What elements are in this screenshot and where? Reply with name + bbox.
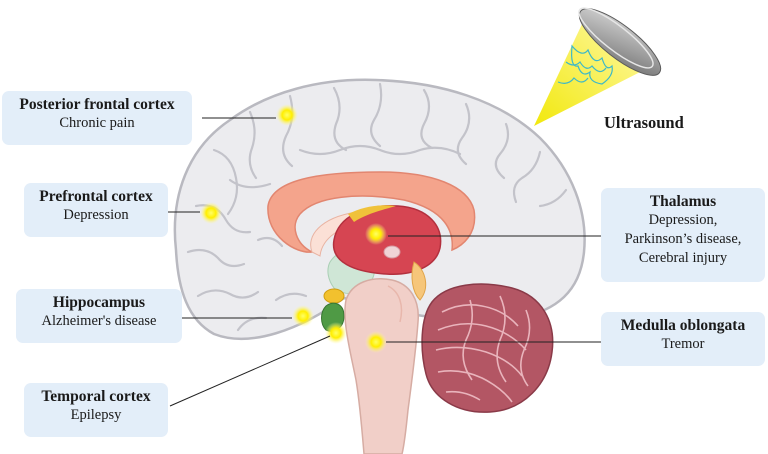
amygdala: [323, 288, 345, 304]
region-title: Prefrontal cortex: [39, 188, 153, 205]
region-description: Tremor: [661, 336, 705, 352]
target-dot-thalamus: [365, 223, 387, 245]
region-description-line: Depression,: [648, 212, 718, 228]
region-description: Alzheimer's disease: [41, 313, 157, 329]
corpus-callosum: [267, 171, 476, 253]
target-dot-medulla: [365, 331, 387, 353]
target-dot-prefrontal: [200, 202, 222, 224]
region-title: Thalamus: [649, 193, 717, 210]
label-hippocampus: Hippocampus Alzheimer's disease: [16, 289, 182, 343]
region-title: Medulla oblongata: [620, 317, 746, 334]
target-dot-posterior-frontal: [276, 104, 298, 126]
label-posterior-frontal-cortex: Posterior frontal cortex Chronic pain: [2, 91, 192, 145]
label-medulla-oblongata: Medulla oblongata Tremor: [601, 312, 765, 366]
region-description: Epilepsy: [70, 407, 122, 423]
region-description-line: Parkinson’s disease,: [624, 231, 742, 247]
label-temporal-cortex: Temporal cortex Epilepsy: [24, 383, 168, 437]
label-prefrontal-cortex: Prefrontal cortex Depression: [24, 183, 168, 237]
region-description: Chronic pain: [59, 115, 135, 131]
region-title: Temporal cortex: [41, 388, 151, 405]
target-dot-temporal: [325, 322, 347, 344]
target-dot-hippocampus: [292, 305, 314, 327]
ultrasound-label: Ultrasound: [604, 113, 684, 132]
region-title: Posterior frontal cortex: [19, 96, 175, 113]
region-title: Hippocampus: [52, 294, 146, 311]
ultrasound-transducer-icon: [534, 7, 662, 126]
cerebellum: [421, 283, 554, 413]
leader-lines: [168, 117, 601, 407]
pineal-area: [411, 261, 427, 301]
brainstem: [344, 278, 419, 454]
region-description-line: Cerebral injury: [638, 250, 728, 266]
label-thalamus: Thalamus Depression, Parkinson’s disease…: [601, 188, 765, 282]
target-dots: [200, 104, 387, 353]
region-description: Depression: [63, 207, 129, 223]
